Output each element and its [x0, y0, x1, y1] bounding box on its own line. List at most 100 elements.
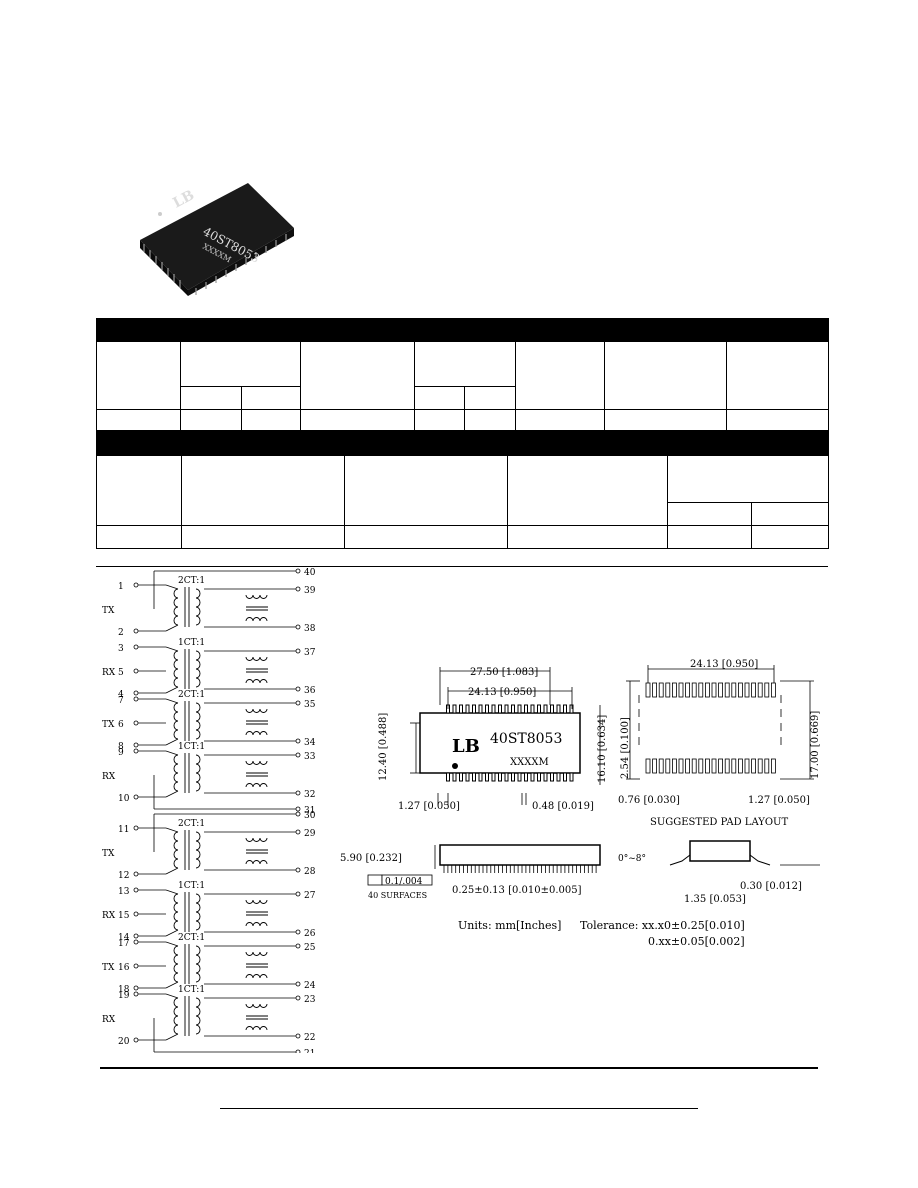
dim-lead-thickness: 0.30 [0.012]: [740, 881, 802, 892]
product-photo: LB 40ST8053 XXXXM: [140, 183, 294, 296]
package-part-marking: 40ST8053: [490, 731, 562, 747]
pin-label: 9: [118, 748, 124, 758]
pin-label: 2: [118, 628, 124, 638]
transformer-channel: 7 6 8 TX 2CT:1 35 34: [102, 690, 316, 752]
dim-lead-width: 0.48 [0.019]: [532, 801, 594, 812]
pin-label: 6: [118, 720, 124, 730]
dim-pad-width: 0.76 [0.030]: [618, 795, 680, 806]
dim-foot-length: 1.35 [0.053]: [684, 894, 746, 905]
package-logo: LB: [452, 736, 480, 757]
pin-label: 5: [118, 668, 124, 678]
pin-label: 16: [118, 963, 130, 973]
dim-overall-length: 27.50 [1.083]: [470, 667, 538, 678]
signal-label: RX: [102, 668, 116, 678]
pin-label: 30: [304, 811, 316, 821]
pin-label: 37: [304, 648, 316, 658]
electrical-spec-table: [95, 318, 830, 433]
pin-label: 22: [304, 1033, 315, 1043]
pin-label: 19: [118, 991, 130, 1001]
signal-label: RX: [102, 772, 116, 782]
package-end-view: 0°~8° 0.30 [0.012] 1.35 [0.053]: [618, 840, 820, 905]
pin-label: 26: [304, 929, 316, 939]
pin-label: 18: [118, 985, 130, 995]
pin-label: 24: [304, 981, 316, 991]
pin-label: 1: [118, 582, 124, 592]
dim-pad-span: 24.13 [0.950]: [690, 659, 758, 670]
pin-label: 27: [304, 891, 316, 901]
footer-rule-short: [220, 1108, 698, 1109]
table-row: [97, 386, 829, 410]
pin-label: 29: [304, 829, 316, 839]
package-date-marking: XXXXM: [510, 757, 549, 768]
package-side-view: 5.90 [0.232] 0.1/.004 40 SURFACES 0.25±0…: [340, 844, 601, 900]
pin-label: 7: [118, 696, 124, 706]
transformer-channel: 1 2 TX 2CT:1 39 38 40: [102, 568, 316, 638]
photo-logo: LB: [170, 187, 197, 211]
signal-label: RX: [102, 1015, 116, 1025]
pin-label: 11: [118, 825, 129, 835]
dim-lead-span: 16.10 [0.634]: [597, 715, 608, 783]
pin-label: 14: [118, 933, 130, 943]
pin-label: 33: [304, 752, 316, 762]
table-header-bar: [95, 430, 830, 456]
ratio-label: 1CT:1: [178, 881, 205, 891]
signal-label: RX: [102, 911, 116, 921]
pad-layout: 24.13 [0.950] 2.54 [0.100] 17.00 [0.669]…: [618, 659, 821, 828]
pad-layout-title: SUGGESTED PAD LAYOUT: [650, 817, 788, 828]
pin-label: 34: [304, 738, 316, 748]
pin-label: 20: [118, 1037, 130, 1047]
dim-pad-pitch: 1.27 [0.050]: [748, 795, 810, 806]
pin-label: 38: [304, 624, 316, 634]
section-divider: [96, 566, 828, 567]
table-header-bar: [95, 318, 830, 342]
pin-label: 17: [118, 939, 130, 949]
transformer-channel: 3 5 4 RX 1CT:1 37 36: [102, 638, 316, 700]
table-row: [96, 455, 830, 526]
pin-label: 39: [304, 586, 316, 596]
pin-label: 28: [304, 867, 316, 877]
dim-pitch: 1.27 [0.050]: [398, 801, 460, 812]
pin-label: 8: [118, 742, 124, 752]
ratio-label: 2CT:1: [178, 576, 205, 586]
pin-label: 21: [304, 1049, 315, 1053]
pin-label: 23: [304, 995, 316, 1005]
table-row: [96, 525, 830, 549]
dim-lead-angle: 0°~8°: [618, 854, 646, 864]
ratio-label: 2CT:1: [178, 819, 205, 829]
dim-pad-row-span: 17.00 [0.669]: [810, 711, 821, 779]
signal-label: TX: [102, 963, 115, 973]
transformer-channel: 17 16 18 TX 2CT:1 25 24: [102, 933, 316, 995]
dim-coplanarity: 0.1/.004: [385, 877, 423, 887]
pin-label: 13: [118, 887, 130, 897]
tolerance-line-2: 0.xx±0.05[0.002]: [648, 935, 745, 948]
ratio-label: 2CT:1: [178, 933, 205, 943]
pin-label: 3: [118, 644, 124, 654]
units-note: Units: mm[Inches]: [458, 919, 561, 932]
pin-label: 12: [118, 871, 129, 881]
signal-label: TX: [102, 720, 115, 730]
table-row: [97, 502, 830, 526]
coplanarity-note: 40 SURFACES: [368, 891, 427, 900]
package-top-view: LB 40ST8053 XXXXM: [419, 704, 581, 782]
pin-label: 4: [118, 690, 124, 700]
pin-label: 31: [304, 806, 315, 816]
pin-label: 32: [304, 790, 315, 800]
mechanical-drawing: LB 40ST8053 XXXXM 27.50 [1.083] 24.13 [0…: [340, 659, 821, 948]
pin-label: 25: [304, 943, 316, 953]
pin-label: 10: [118, 794, 130, 804]
pin-label: 35: [304, 700, 316, 710]
dim-standoff: 0.25±0.13 [0.010±0.005]: [452, 885, 582, 896]
dim-pad-pitch-vertical: 2.54 [0.100]: [620, 717, 631, 779]
signal-label: TX: [102, 606, 115, 616]
ratio-label: 2CT:1: [178, 690, 205, 700]
pin-label: 36: [304, 686, 316, 696]
transformer-channel: 11 12 TX 2CT:1 29 28 30: [102, 811, 316, 881]
signal-label: TX: [102, 849, 115, 859]
isolation-spec-table: [95, 430, 830, 549]
schematic-diagram: 12TX2CT:1393840354RX1CT:13736768TX2CT:13…: [102, 568, 316, 1053]
ratio-label: 1CT:1: [178, 638, 205, 648]
pin-label: 40: [304, 568, 316, 578]
